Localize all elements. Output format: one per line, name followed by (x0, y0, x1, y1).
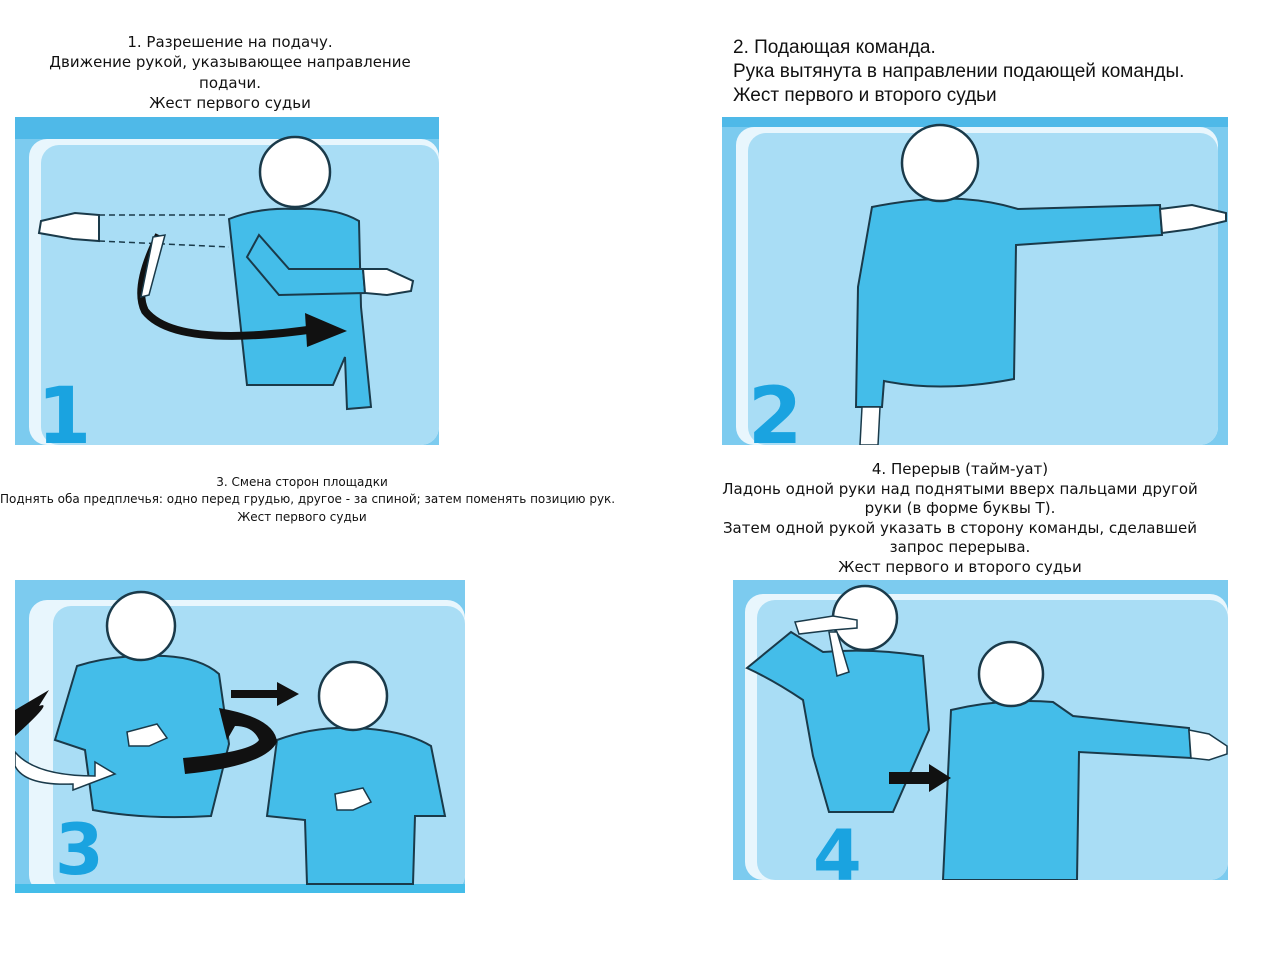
panel-number-2: 2 (748, 372, 802, 445)
direction-arrow-small (231, 682, 299, 706)
direction-arrow-head (305, 313, 347, 347)
hand-icon-left-referee (126, 723, 169, 747)
referee-front-head (977, 640, 1045, 708)
arrow-tail-ribbon (140, 234, 167, 299)
hand-icon-pointing (1188, 729, 1228, 761)
referee-right-head (317, 660, 389, 732)
hand-icon-t-stem (828, 631, 850, 677)
caption-gesture-2: 2. Подающая команда. Рука вытянута в нап… (733, 36, 1253, 107)
hand-icon-left (37, 211, 100, 243)
caption-1-line3: подачи. (199, 73, 261, 92)
hand-icon-lowered (859, 406, 881, 445)
caption-gesture-1: 1. Разрешение на подачу. Движение рукой,… (30, 32, 430, 113)
caption-3-title: 3. Смена сторон площадки (216, 475, 388, 489)
caption-1-line4: Жест первого судьи (149, 93, 311, 112)
time-out-illustration: 4 (733, 580, 1228, 880)
illustration-panel-3: 3 (15, 580, 465, 893)
referee-front-torso (941, 700, 1193, 880)
illustration-panel-1: 1 (15, 117, 439, 445)
caption-gesture-4: 4. Перерыв (тайм-уат) Ладонь одной руки … (700, 460, 1220, 577)
referee-head (900, 123, 980, 203)
caption-2-line3: Жест первого и второго судьи (733, 84, 997, 106)
caption-gesture-3: 3. Смена сторон площадки Поднять оба пре… (0, 474, 616, 526)
panel-top-band (722, 117, 1228, 127)
caption-4-line2: Ладонь одной руки над поднятыми вверх па… (722, 479, 1198, 498)
illustration-panel-2: 2 (722, 117, 1228, 445)
caption-3-line2: Поднять оба предплечья: одно перед грудь… (0, 492, 616, 507)
ghost-arm-outline (98, 214, 230, 248)
caption-4-line5: запрос перерыва. (889, 538, 1031, 556)
caption-1-line2: Движение рукой, указывающее направление (49, 53, 411, 72)
direction-arrow-timeout (889, 764, 951, 792)
hand-icon-right-referee (334, 787, 373, 811)
panel-bottom-band (15, 884, 465, 893)
serving-team-illustration: 2 (722, 117, 1228, 445)
serve-authorization-illustration: 1 (15, 117, 439, 445)
direction-arrow-curve (137, 233, 316, 340)
panel-number-4: 4 (813, 815, 862, 880)
caption-4-line6: Жест первого и второго судьи (838, 557, 1082, 576)
panel-top-band (15, 117, 439, 139)
panel-number-3: 3 (55, 809, 104, 891)
caption-4-title: 4. Перерыв (тайм-уат) (871, 460, 1049, 478)
change-courts-illustration: 3 (15, 580, 465, 893)
illustration-panel-4: 4 (733, 580, 1228, 880)
referee-left-head (105, 590, 177, 662)
hand-icon-pointing (1158, 203, 1227, 235)
rotation-arrow-white (15, 750, 117, 792)
hand-icon-right (361, 268, 415, 297)
hand-icon-t-top (794, 615, 858, 635)
caption-4-line4: Затем одной рукой указать в сторону кома… (722, 518, 1198, 537)
referee-head (258, 135, 332, 209)
caption-3-line3: Жест первого судьи (237, 509, 367, 524)
rotation-arrow-right (183, 708, 277, 774)
panel-number-1: 1 (37, 372, 91, 445)
referee-torso (227, 207, 373, 411)
caption-2-line2: Рука вытянута в направлении подающей ком… (733, 60, 1185, 82)
rotation-arrow-left (15, 690, 49, 736)
caption-2-title: 2. Подающая команда. (733, 37, 936, 58)
caption-4-line3: руки (в форме буквы T). (864, 499, 1056, 517)
caption-1-title: 1. Разрешение на подачу. (127, 33, 333, 51)
